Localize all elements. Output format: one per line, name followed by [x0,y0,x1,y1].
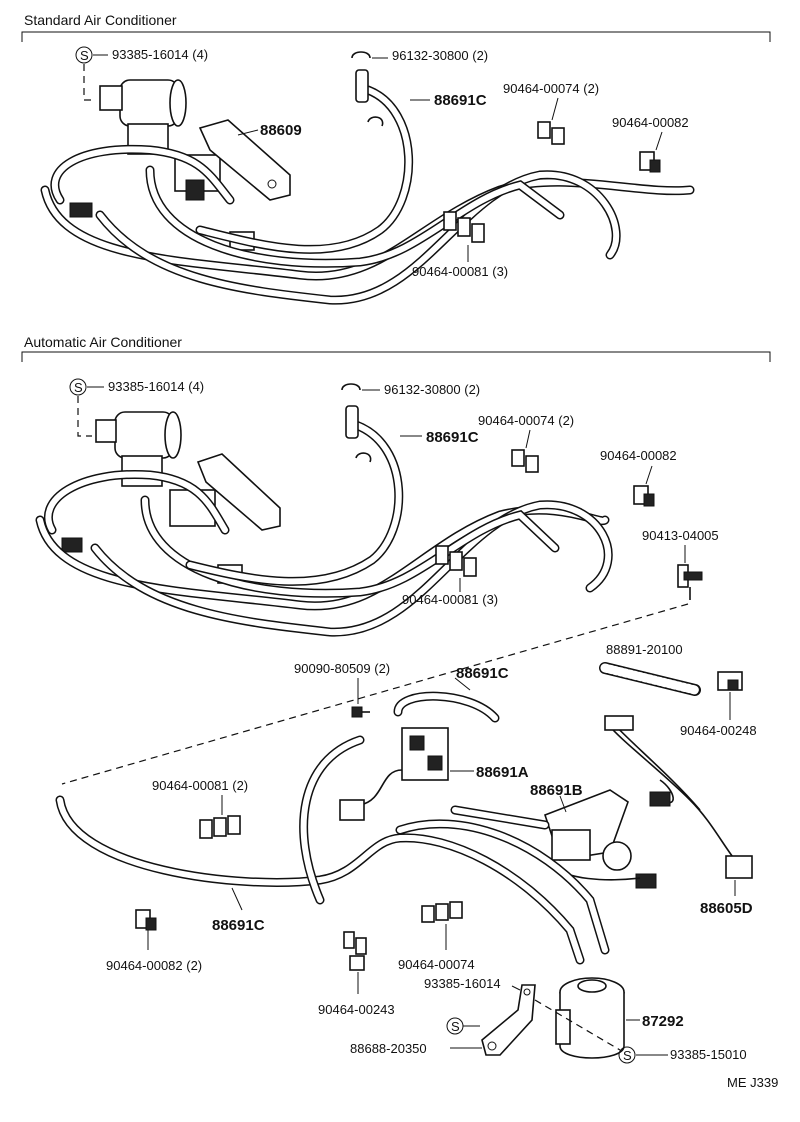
leader-line [454,677,471,691]
dashed-leader [83,64,96,101]
section-title-standard: Standard Air Conditioner [24,12,177,28]
s-marker-bolt-16014: S [446,1017,464,1035]
label-valve-88691a: 88691A [476,764,529,781]
clamp-90464-00243 [343,931,367,971]
svg-text:S: S [623,1048,632,1063]
dashed-leader [534,999,621,1051]
harness-88605d [604,715,753,879]
leader-line [655,131,663,151]
leader-line [645,465,653,485]
s-marker-bolt-15010: S [618,1046,636,1064]
screw-90090-80509 [351,706,370,718]
leader-line [231,887,243,911]
label-clip-96132-30800: 96132-30800 (2) [392,48,488,63]
label-vsv-88609: 88609 [260,122,302,139]
tube-88891-20100 [599,662,701,696]
clip-96132-standard [351,51,384,127]
label-bolt-93385-16014-b: 93385-16014 [424,976,501,991]
leader-line [551,97,559,121]
clamp-90464-00081-automatic [435,545,477,577]
dashed-leader [77,396,92,437]
label-fitting-90413-04005: 90413-04005 [642,528,719,543]
section-bracket-automatic [21,351,771,362]
label-bolt-93385-16014: 93385-16014 (4) [112,47,208,62]
leader-line [559,795,567,813]
label-bolt-93385-16014-auto: 93385-16014 (4) [108,379,204,394]
clamp-90464-00248 [717,671,743,691]
clip-96132-automatic [341,383,372,463]
s-marker-standard: S [75,46,93,64]
leader-line [237,129,259,136]
leader-line [511,985,521,991]
clamp-90464-00074-automatic [511,449,539,473]
s-marker-automatic: S [69,378,87,396]
hose-88691c-bottom [55,735,610,965]
leader-line [525,429,531,449]
valve-88691a [339,727,449,821]
clamp-90464-00082-automatic [633,485,655,507]
label-hose-88691c-auto-top: 88691C [426,429,479,446]
clamp-90464-00074-standard [537,121,565,145]
label-clamp-90464-00243: 90464-00243 [318,1002,395,1017]
label-clip-96132-30800-auto: 96132-30800 (2) [384,382,480,397]
label-actuator-87292: 87292 [642,1013,684,1030]
label-clamp-90464-00082-2: 90464-00082 (2) [106,958,202,973]
fitting-90413-04005 [677,564,703,600]
label-hose-88691c-mid: 88691C [456,665,509,682]
svg-text:S: S [451,1019,460,1034]
clamp-90464-00074-b [421,901,463,923]
hoses-standard [40,85,695,305]
footer-code: ME J339 [727,1075,778,1090]
label-clamp-90464-00081-2: 90464-00081 (2) [152,778,248,793]
vsv-assembly-88609 [69,79,291,251]
hoses-automatic [35,420,613,637]
label-clamp-90464-00074: 90464-00074 (2) [503,81,599,96]
hose-88691c-mid [393,691,500,723]
bracket-88688-20350 [481,984,536,1056]
label-tube-88891-20100: 88891-20100 [606,642,683,657]
label-clamp-90464-00081-auto: 90464-00081 (3) [402,592,498,607]
clamp-90464-00081-standard [443,211,485,243]
label-clamp-90464-00074-b: 90464-00074 [398,957,475,972]
label-clamp-90464-00248: 90464-00248 [680,723,757,738]
svg-text:S: S [74,380,83,395]
label-bolt-93385-15010: 93385-15010 [670,1047,747,1062]
clamp-90464-00082-standard [639,151,661,173]
label-hose-88691c: 88691C [434,92,487,109]
label-clamp-90464-00082: 90464-00082 [612,115,689,130]
clamp-90464-00082-2 [135,909,157,931]
label-clamp-90464-00082-auto: 90464-00082 [600,448,677,463]
dashed-leader-long [61,603,689,785]
section-title-automatic: Automatic Air Conditioner [24,334,182,350]
label-clamp-90464-00074-auto: 90464-00074 (2) [478,413,574,428]
label-clamp-90464-00081: 90464-00081 (3) [412,264,508,279]
clamp-90464-00081-2 [199,815,241,839]
label-harness-88605d: 88605D [700,900,753,917]
svg-text:S: S [80,48,89,63]
label-bracket-88688-20350: 88688-20350 [350,1041,427,1056]
section-bracket-standard [21,31,771,42]
label-screw-90090-80509: 90090-80509 (2) [294,661,390,676]
label-valve-88691b: 88691B [530,782,583,799]
label-hose-88691c-bottom: 88691C [212,917,265,934]
valve-88691b [543,789,657,889]
